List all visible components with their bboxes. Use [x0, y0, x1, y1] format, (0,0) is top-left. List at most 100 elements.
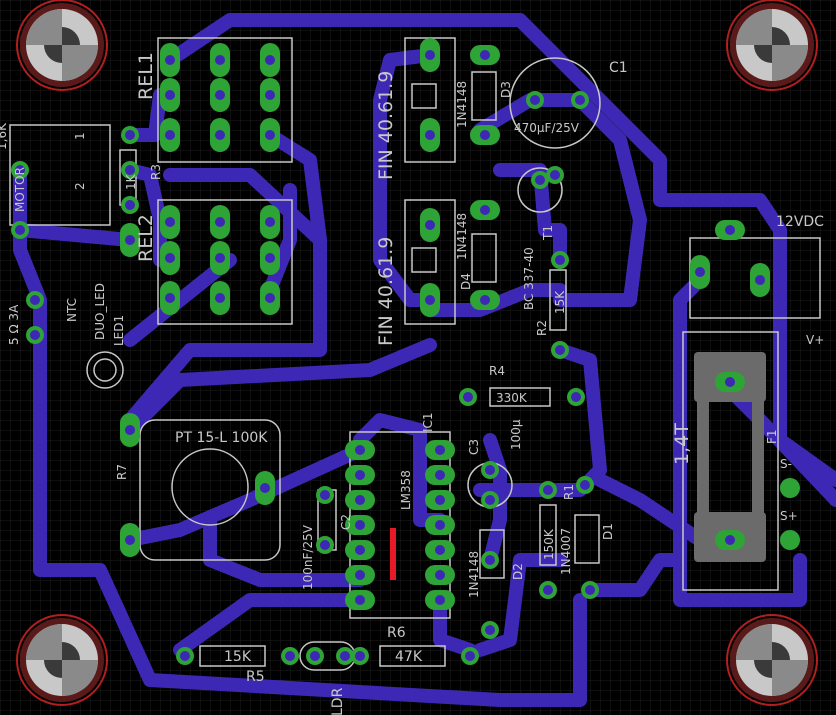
pad-drill: [435, 595, 445, 605]
label-vin: 12VDC: [776, 214, 824, 230]
label-r4-value: 330K: [496, 391, 528, 405]
label-ic1: IC1: [421, 412, 435, 432]
label-ldr: LDR: [330, 687, 346, 715]
r7-outline: [139, 419, 281, 561]
trace: [123, 443, 367, 547]
label-r7-value: PT 15-L 100K: [175, 430, 268, 446]
label-s-minus: S-: [780, 457, 792, 471]
pad-drill: [725, 377, 735, 387]
pad-drill: [165, 55, 175, 65]
label-1k6: 1,6K: [0, 122, 9, 150]
label-c1: C1: [609, 60, 628, 76]
label-d3: D3: [499, 81, 513, 98]
pad-drill: [480, 295, 490, 305]
label-fin2: FIN 40.61.9: [375, 237, 397, 346]
mounting-hole: [16, 614, 108, 706]
pad-drill: [425, 130, 435, 140]
label-r5-value: 15K: [224, 649, 252, 665]
pad-drill: [15, 165, 25, 175]
mounting-hole-keepout: [726, 614, 818, 706]
pad-drill: [165, 293, 175, 303]
pad-drill: [355, 570, 365, 580]
rel2-outline: [157, 199, 293, 325]
pad-drill: [480, 205, 490, 215]
fuse-body-right: [752, 400, 764, 515]
label-led1: LED1: [112, 315, 126, 346]
pad-drill: [180, 651, 190, 661]
pad-drill: [125, 200, 135, 210]
label-r2-value: 15K: [553, 290, 567, 314]
fin1-coil: [411, 83, 437, 109]
pad-drill: [125, 535, 135, 545]
pad-drill: [725, 535, 735, 545]
trace: [13, 223, 587, 707]
pad-drill: [435, 570, 445, 580]
pad-drill: [215, 130, 225, 140]
trace: [433, 593, 477, 657]
label-fin1: FIN 40.61.9: [375, 71, 397, 180]
pad-drill: [585, 585, 595, 595]
test-point-pad: [780, 530, 800, 550]
pad-drill: [580, 480, 590, 490]
pad-drill: [555, 345, 565, 355]
label-t1: T1: [541, 225, 555, 241]
label-c3-value: 100μ: [509, 419, 523, 450]
copper-traces: [13, 13, 836, 707]
r1-outline: [539, 504, 557, 566]
pad-drill: [215, 55, 225, 65]
trace: [123, 168, 327, 427]
fuse-holder-outline: [682, 331, 779, 591]
label-r5: R5: [246, 669, 265, 685]
trace: [203, 513, 367, 587]
label-ntc: NTC: [65, 298, 79, 322]
d1-outline: [574, 514, 600, 564]
fuse-body-left: [697, 400, 709, 515]
t1-outline: [517, 167, 563, 213]
mounting-hole-quadrant: [62, 660, 98, 696]
pad-drill: [543, 485, 553, 495]
label-motor-pin2: 2: [73, 182, 87, 190]
r7-knob-outline: [171, 448, 249, 526]
label-c2: C2: [339, 514, 353, 530]
pad-drill: [425, 50, 435, 60]
pad-drill: [215, 90, 225, 100]
label-d2: D2: [511, 563, 525, 580]
pad-drill: [265, 293, 275, 303]
test-point-pad: [780, 478, 800, 498]
pad-drill: [260, 483, 270, 493]
pad-drill: [755, 275, 765, 285]
mounting-holes: [16, 0, 818, 706]
pad-drill: [480, 50, 490, 60]
trace: [493, 163, 567, 267]
pad-drill: [285, 651, 295, 661]
label-r3-value: 1K: [124, 173, 138, 190]
label-motor: MOTOR: [13, 167, 27, 212]
pad-drill: [535, 175, 545, 185]
label-duo-led: DUO_LED: [93, 283, 107, 340]
pad-drill: [425, 295, 435, 305]
label-ic1-value: LM358: [399, 470, 413, 510]
pad-drill: [571, 392, 581, 402]
pad-drill: [425, 220, 435, 230]
mounting-hole-quadrant: [772, 660, 808, 696]
pad-drill: [355, 520, 365, 530]
r6-outline: [379, 645, 446, 667]
pad-drill: [310, 651, 320, 661]
led-inner-outline: [93, 358, 117, 382]
trace: [593, 473, 707, 547]
label-r3: R3: [149, 164, 163, 180]
led-outline: [86, 351, 124, 389]
trace: [123, 338, 437, 437]
pad-drill: [485, 555, 495, 565]
pad-drill: [355, 595, 365, 605]
mounting-hole-keepout: [726, 0, 818, 91]
pad-drill: [30, 295, 40, 305]
label-ntc-value: 5 Ω 3A: [7, 304, 21, 345]
label-r6-value: 47K: [395, 649, 423, 665]
label-vplus: V+: [806, 333, 824, 347]
label-c2-value: 100nF/25V: [301, 524, 315, 590]
pad-drill: [465, 651, 475, 661]
pad-drill: [165, 217, 175, 227]
pad-drill: [125, 165, 135, 175]
